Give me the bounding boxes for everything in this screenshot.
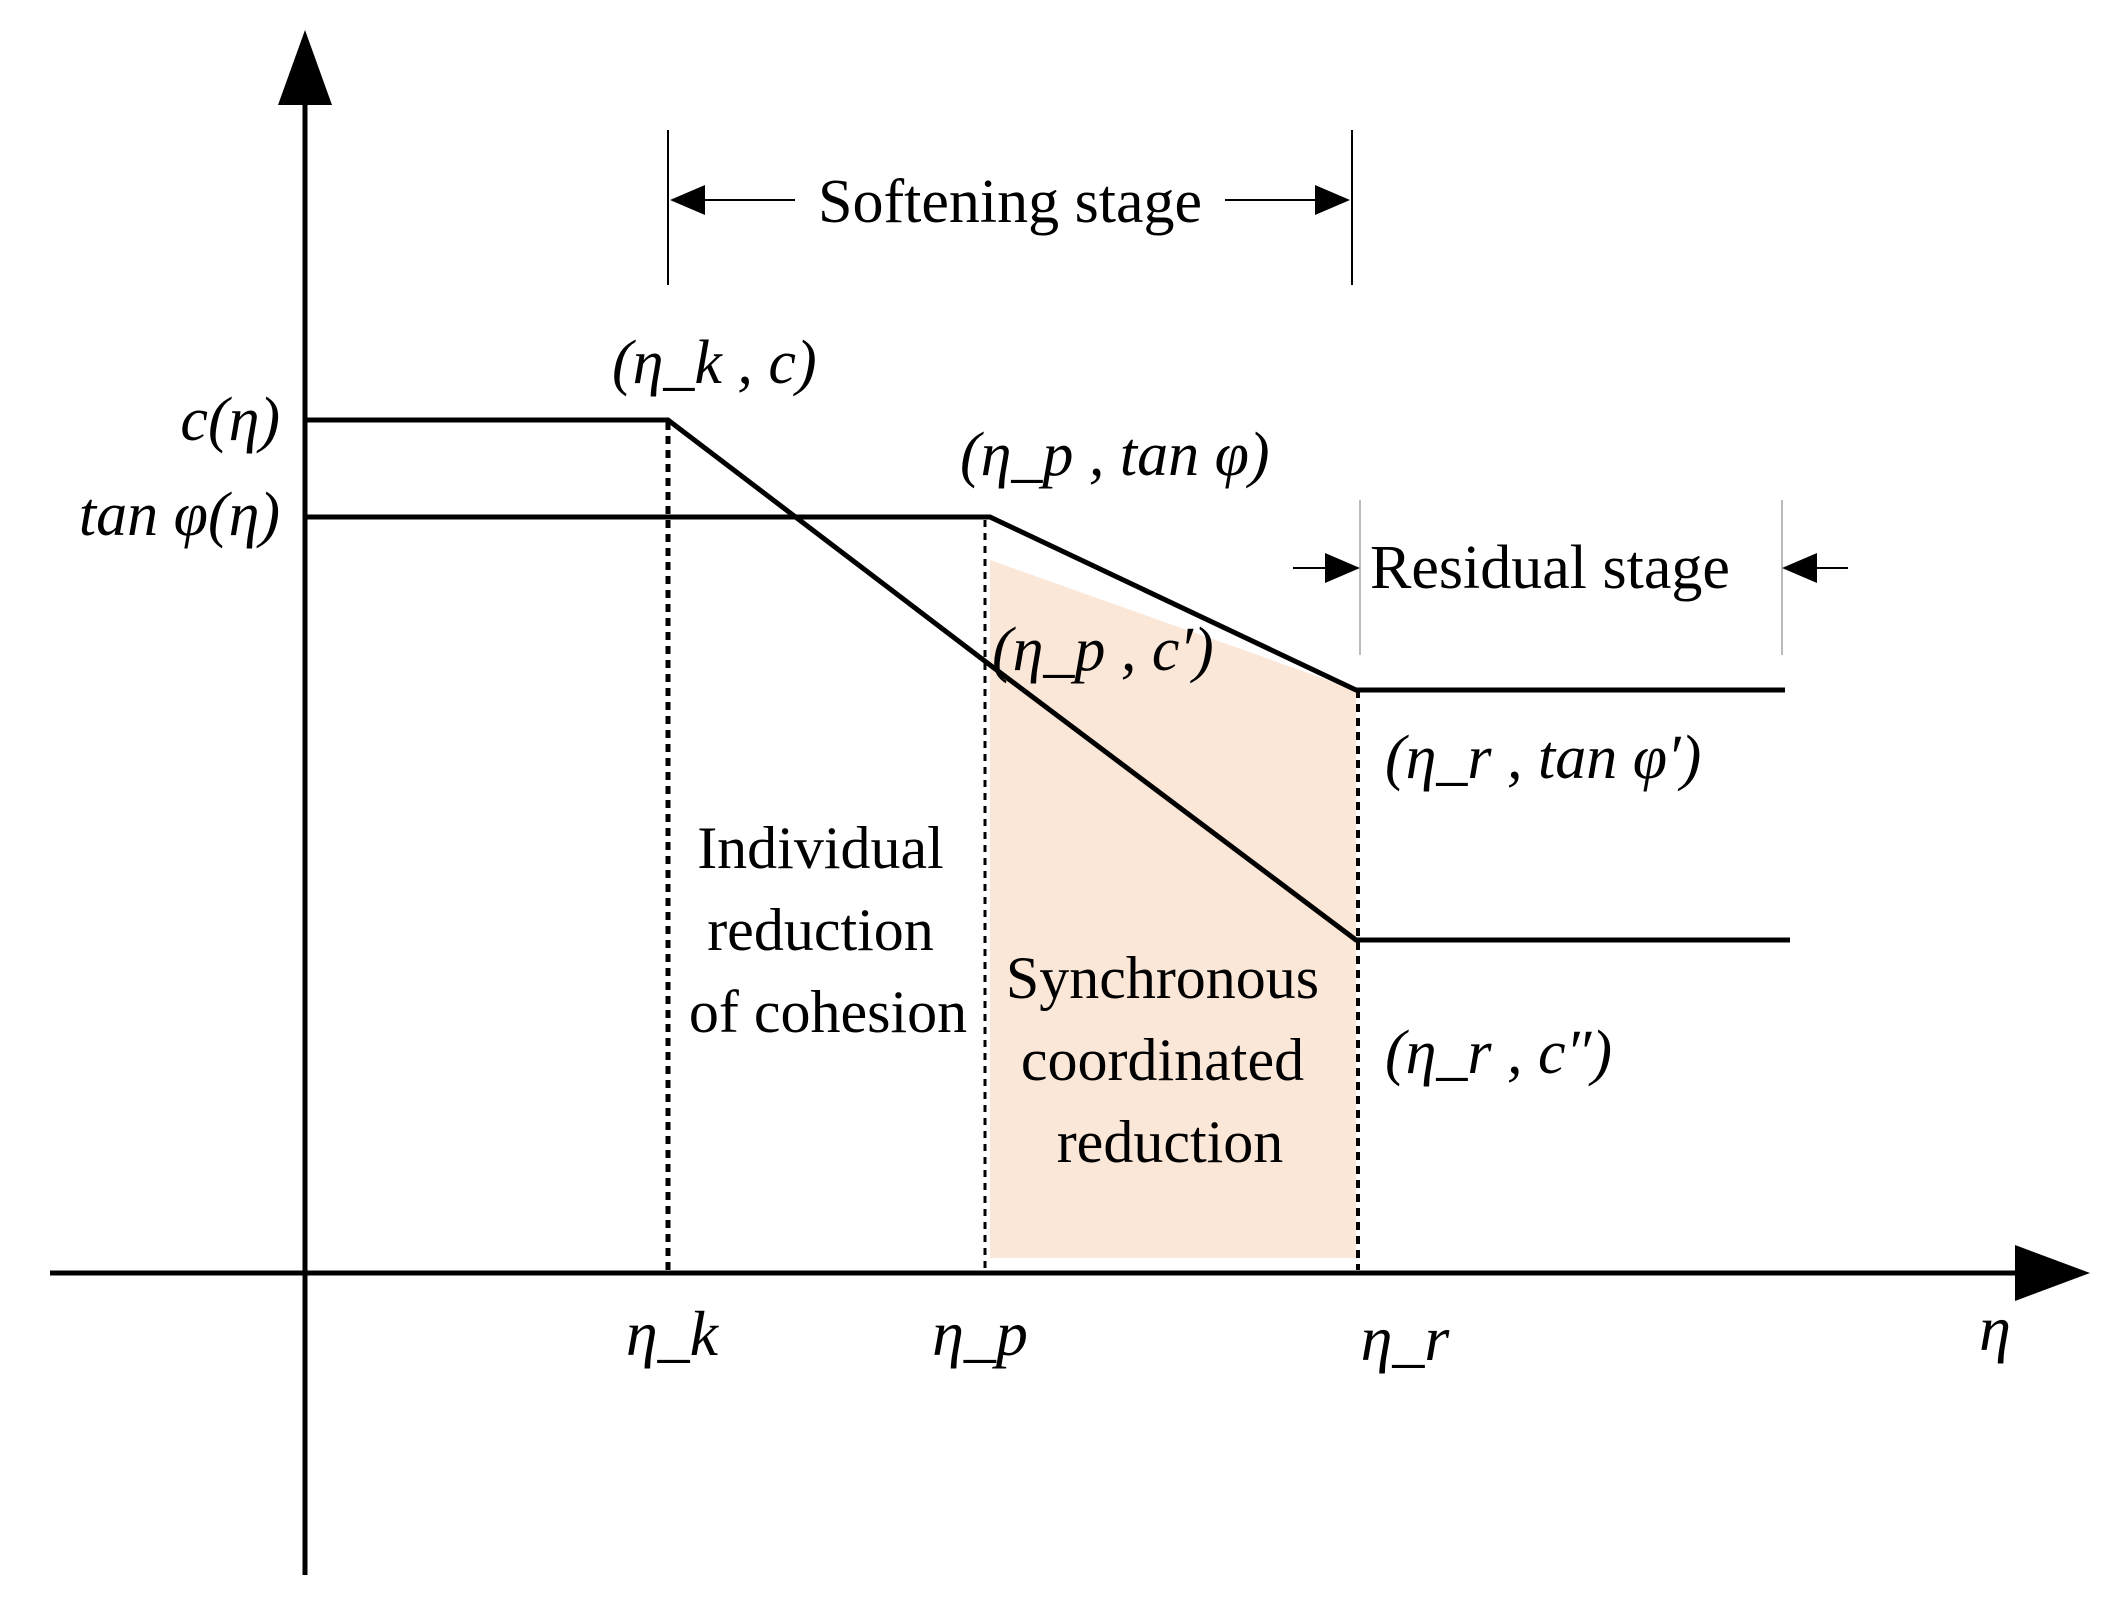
synchronous-label-line-3: reduction: [1057, 1109, 1284, 1175]
residual-arrow-left: [1325, 553, 1360, 583]
synchronous-label-line-2: coordinated: [1021, 1027, 1304, 1093]
synchronous-label-line-1: Synchronous: [1006, 945, 1319, 1011]
cohesion-curve: [305, 417, 1790, 943]
individual-label-line-2: reduction: [707, 897, 934, 963]
y-axis-label-cohesion: c(η): [180, 386, 280, 454]
x-axis-arrow: [2015, 1245, 2090, 1301]
residual-arrow-right: [1782, 553, 1817, 583]
tick-label-eta-k: η_k: [626, 1298, 720, 1369]
individual-label-line-1: Individual: [697, 815, 944, 881]
tick-label-eta-p: η_p: [932, 1298, 1028, 1369]
residual-stage-label: Residual stage: [1370, 534, 1730, 602]
x-axis-label: η: [1979, 1293, 2011, 1364]
individual-label-line-3: of cohesion: [689, 979, 967, 1045]
point-label-eta-r-tan: (η_r , tan φ′): [1385, 724, 1701, 792]
synchronous-reduction-label: Synchronous coordinated reduction: [1006, 945, 1334, 1175]
softening-arrow-left: [670, 185, 705, 215]
point-label-eta-p-c: (η_p , c′): [992, 616, 1214, 684]
friction-curve: [305, 514, 1785, 693]
individual-reduction-label: Individual reduction of cohesion: [689, 815, 967, 1045]
softening-arrow-right: [1315, 185, 1350, 215]
point-label-eta-p-tan: (η_p , tan φ): [960, 421, 1270, 489]
tick-label-eta-r: η_r: [1361, 1303, 1451, 1374]
point-label-eta-k-c: (η_k , c): [612, 329, 817, 397]
y-axis-arrow: [278, 30, 332, 105]
point-label-eta-r-c: (η_r , c″): [1385, 1019, 1612, 1087]
softening-stage-label: Softening stage: [818, 168, 1202, 236]
y-axis-label-friction: tan φ(η): [79, 481, 280, 549]
